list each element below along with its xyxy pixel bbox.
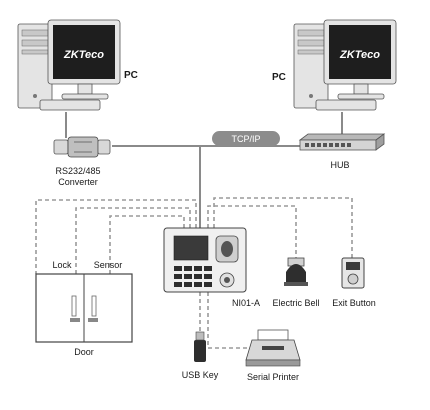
keypad (174, 266, 212, 287)
pc-right: ZKTeco PC (272, 19, 397, 111)
exit-label: Exit Button (332, 298, 376, 308)
rs232-converter: RS232/485 Converter (53, 136, 111, 187)
wire-printer (207, 292, 262, 349)
bell-label: Electric Bell (272, 298, 319, 308)
converter-label-line2: Converter (58, 177, 98, 187)
device-wiring (35, 197, 353, 349)
wire-sensor (109, 215, 185, 274)
wire-lock (75, 207, 191, 274)
hub-label: HUB (330, 160, 349, 170)
converter-label-line1: RS232/485 (55, 166, 100, 176)
network-hub: HUB (298, 133, 386, 170)
device-label: NI01-A (232, 298, 260, 308)
wire-lock-outer (35, 199, 197, 274)
door-label: Door (74, 347, 94, 357)
door: Lock Sensor Door (35, 260, 133, 357)
network-wires (65, 112, 343, 228)
electric-bell: Electric Bell (272, 257, 320, 308)
usb-key: USB Key (182, 331, 219, 380)
lock-label: Lock (52, 260, 72, 270)
wire-exit-button (213, 197, 353, 258)
printer-label: Serial Printer (247, 372, 299, 382)
usb-label: USB Key (182, 370, 219, 380)
bus-label: TCP/IP (231, 134, 260, 144)
monitor-logo: ZKTeco (63, 49, 104, 61)
pc-left-label: PC (124, 70, 138, 81)
serial-printer: Serial Printer (245, 329, 301, 382)
exit-button: Exit Button (332, 257, 376, 308)
tcpip-bus-badge: TCP/IP (212, 131, 280, 146)
wire-bell (207, 205, 297, 258)
sensor-label: Sensor (94, 260, 123, 270)
monitor-logo: ZKTeco (339, 49, 380, 61)
pc-right-label: PC (272, 72, 286, 83)
access-terminal: NI01-A (163, 227, 260, 308)
pc-left: ZKTeco PC (17, 19, 138, 111)
